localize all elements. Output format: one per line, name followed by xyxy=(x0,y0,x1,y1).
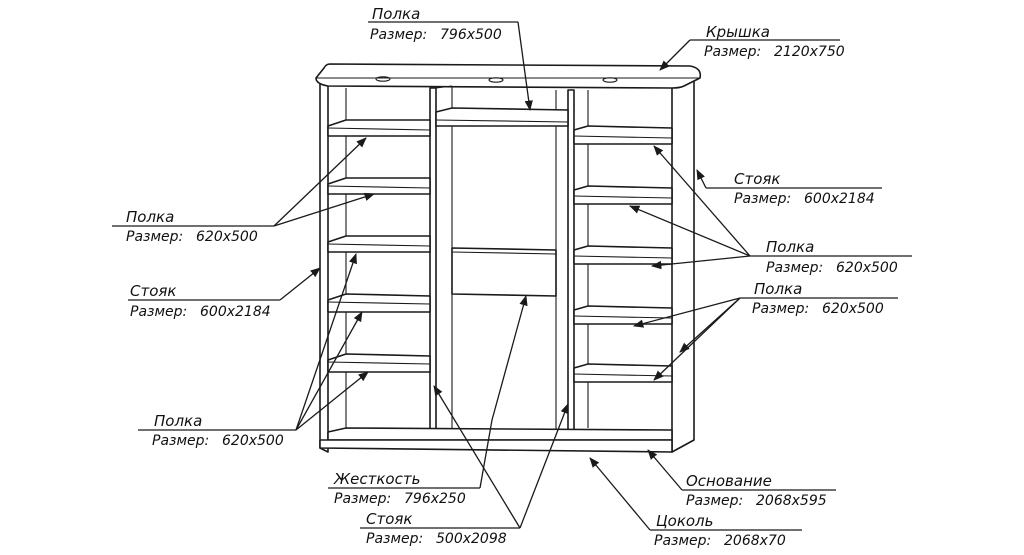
svg-text:Размер:: Размер: xyxy=(152,433,209,449)
middle-stiffener xyxy=(451,247,557,297)
svg-text:500x2098: 500x2098 xyxy=(436,531,507,547)
svg-text:600x2184: 600x2184 xyxy=(200,304,271,320)
svg-text:Размер:: Размер: xyxy=(686,493,743,509)
label-polka-left-2: Полка Размер: 620x500 xyxy=(152,412,284,449)
svg-text:Размер:: Размер: xyxy=(704,44,761,60)
svg-text:Стояк: Стояк xyxy=(130,282,176,300)
label-stoyak-left: Стояк Размер: 600x2184 xyxy=(130,282,271,320)
svg-text:Размер:: Размер: xyxy=(130,304,187,320)
svg-text:2068x70: 2068x70 xyxy=(724,533,786,549)
label-polka-right-2: Полка Размер: 620x500 xyxy=(752,280,884,317)
svg-text:2068x595: 2068x595 xyxy=(756,493,827,509)
svg-text:Основание: Основание xyxy=(686,472,772,490)
svg-text:Размер:: Размер: xyxy=(370,27,427,43)
svg-text:2120x750: 2120x750 xyxy=(774,44,845,60)
svg-text:Полка: Полка xyxy=(372,5,420,23)
svg-text:600x2184: 600x2184 xyxy=(804,191,875,207)
base-panel xyxy=(327,427,673,441)
svg-text:796x500: 796x500 xyxy=(440,27,502,43)
svg-text:Стояк: Стояк xyxy=(366,510,412,528)
svg-text:620x500: 620x500 xyxy=(822,301,884,317)
right-side-panel xyxy=(671,79,695,453)
svg-text:Размер:: Размер: xyxy=(654,533,711,549)
svg-text:Размер:: Размер: xyxy=(126,229,183,245)
label-zhestkost: Жесткость Размер: 796x250 xyxy=(333,470,466,507)
plinth xyxy=(319,439,673,453)
svg-text:796x250: 796x250 xyxy=(404,491,466,507)
svg-text:Размер:: Размер: xyxy=(366,531,423,547)
label-stoyak-right: Стояк Размер: 600x2184 xyxy=(734,170,875,207)
svg-text:Цоколь: Цоколь xyxy=(656,512,714,530)
svg-text:620x500: 620x500 xyxy=(836,260,898,276)
svg-text:620x500: 620x500 xyxy=(222,433,284,449)
wardrobe-drawing xyxy=(315,63,702,453)
svg-text:Полка: Полка xyxy=(766,238,814,256)
top-cover xyxy=(315,63,702,89)
svg-text:Размер:: Размер: xyxy=(334,491,391,507)
svg-text:Стояк: Стояк xyxy=(734,170,780,188)
right-shelves xyxy=(573,125,673,383)
label-kryshka: Крышка Размер: 2120x750 xyxy=(704,23,845,60)
svg-text:Полка: Полка xyxy=(154,412,202,430)
svg-text:620x500: 620x500 xyxy=(196,229,258,245)
svg-text:Полка: Полка xyxy=(754,280,802,298)
svg-text:Крышка: Крышка xyxy=(706,23,770,41)
label-stoyak-bottom: Стояк Размер: 500x2098 xyxy=(366,510,507,547)
inner-right-panel xyxy=(567,89,575,441)
label-tsokol: Цоколь Размер: 2068x70 xyxy=(654,512,786,549)
svg-text:Размер:: Размер: xyxy=(766,260,823,276)
label-polka-top: Полка Размер: 796x500 xyxy=(370,5,502,43)
svg-text:Размер:: Размер: xyxy=(752,301,809,317)
svg-text:Жесткость: Жесткость xyxy=(333,470,420,488)
label-polka-left-1: Полка Размер: 620x500 xyxy=(126,208,258,245)
left-side-panel xyxy=(319,81,329,453)
label-osnovanie: Основание Размер: 2068x595 xyxy=(686,472,827,509)
svg-text:Размер:: Размер: xyxy=(734,191,791,207)
label-polka-right-1: Полка Размер: 620x500 xyxy=(766,238,898,276)
leader-lines xyxy=(112,21,912,531)
svg-text:Полка: Полка xyxy=(126,208,174,226)
middle-top-shelf xyxy=(435,107,569,127)
left-shelves xyxy=(327,119,431,373)
